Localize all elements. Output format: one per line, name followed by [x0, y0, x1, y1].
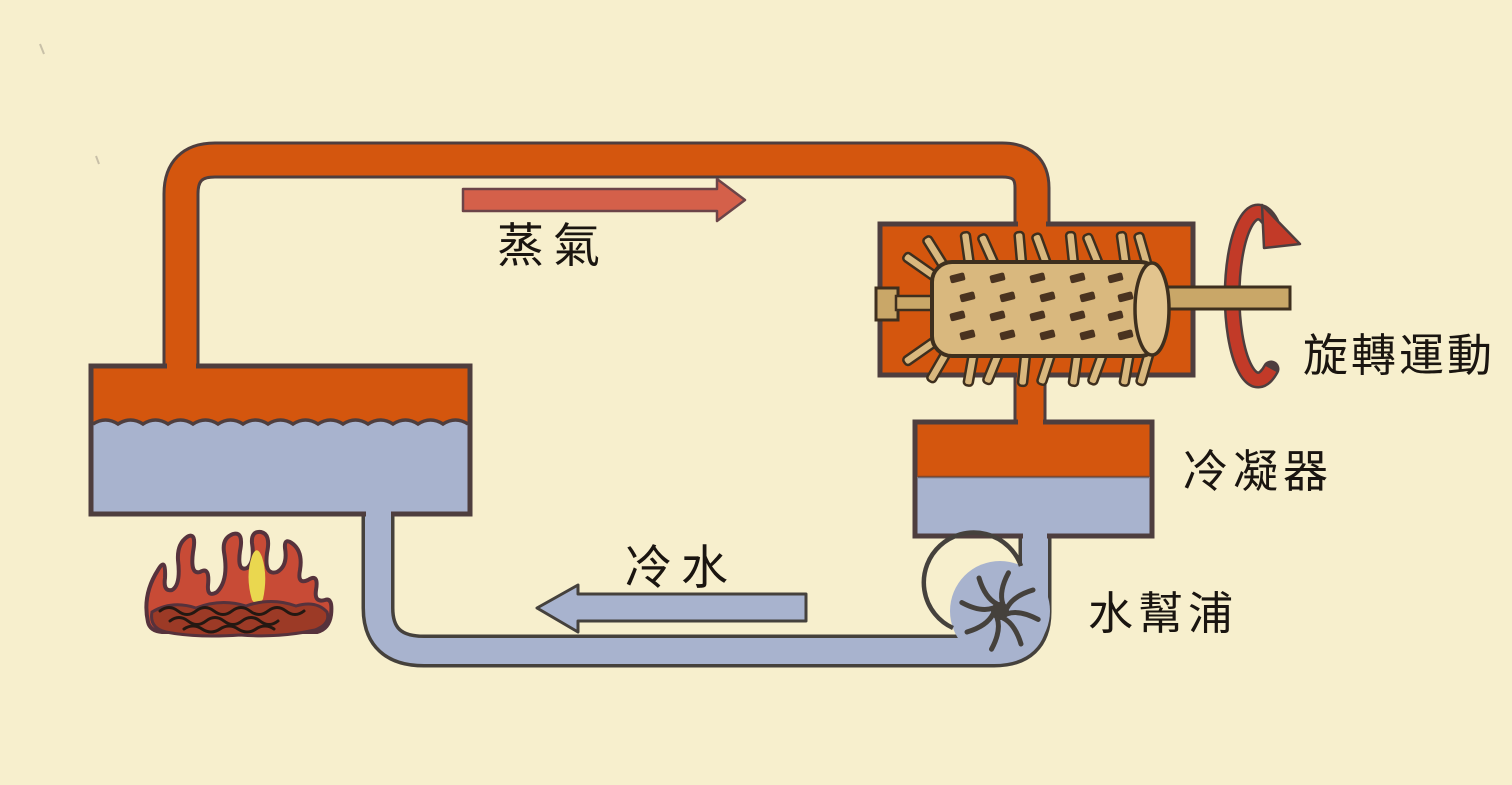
pump-label: 水幫浦	[1088, 589, 1239, 639]
cold-water-flow-arrow-icon	[535, 583, 808, 634]
steam-label: 蒸氣	[497, 221, 609, 273]
rotor-slots	[949, 272, 1134, 341]
condenser-label: 冷凝器	[1183, 447, 1334, 497]
steam-flow-arrow-icon	[461, 177, 747, 223]
rotor-end-cap	[1133, 261, 1171, 357]
boiler-waterline	[92, 418, 469, 427]
boiler-steam-space	[93, 368, 468, 424]
rotation-label: 旋轉運動	[1303, 331, 1496, 381]
condenser-steam-space	[917, 424, 1150, 477]
water-pump	[921, 530, 1050, 661]
cold-water-label: 冷水	[625, 543, 737, 595]
boiler	[88, 360, 473, 518]
coal-scribbles	[158, 606, 306, 634]
turbine-shaft	[1156, 285, 1292, 311]
fire	[144, 529, 334, 638]
turbine-rotor	[874, 230, 1292, 388]
rotor-left-mount	[874, 286, 900, 322]
rotor-drum	[930, 260, 1162, 358]
boiler-outline	[88, 363, 473, 517]
steam-pipe	[162, 141, 1051, 372]
pump-impeller-icon	[959, 570, 1041, 652]
condenser	[912, 416, 1155, 541]
pump-outline	[921, 530, 1024, 631]
yellow-flame	[248, 550, 266, 604]
